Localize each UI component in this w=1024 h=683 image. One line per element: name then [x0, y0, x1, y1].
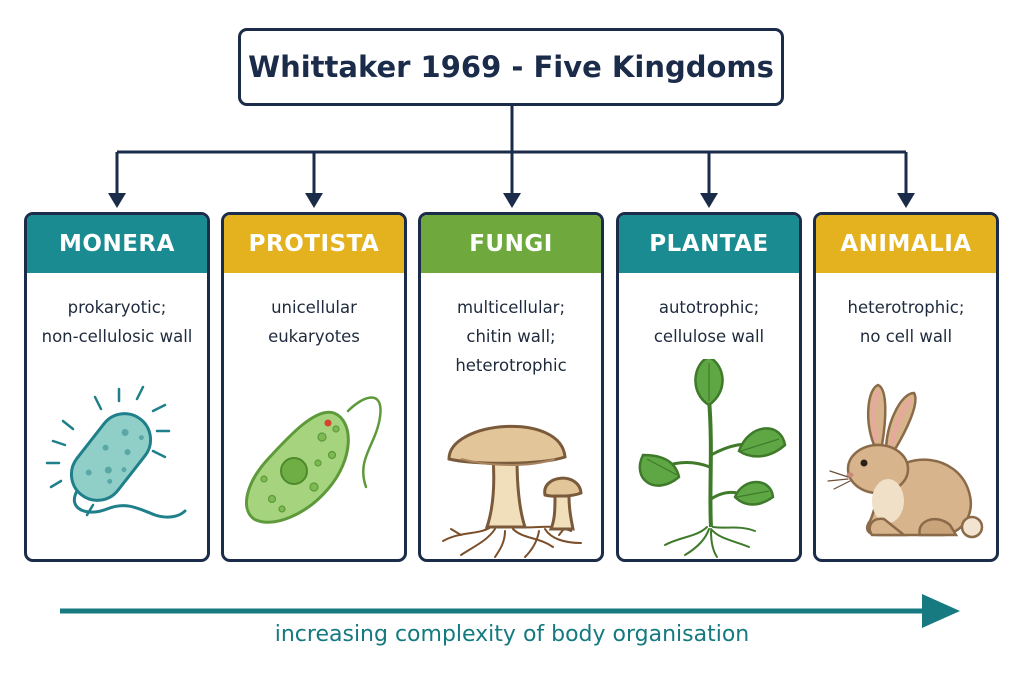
kingdom-card-fungi: FUNGI multicellular; chitin wall; hetero… — [418, 212, 604, 562]
kingdom-description: unicellular eukaryotes — [224, 293, 404, 351]
description-line: autotrophic; — [658, 298, 760, 317]
rabbit-icon — [827, 383, 984, 539]
description-line: eukaryotes — [268, 327, 360, 346]
description-line: heterotrophic — [455, 356, 567, 375]
kingdom-header: PROTISTA — [224, 215, 404, 273]
description-line: cellulose wall — [653, 327, 765, 346]
plant-icon — [638, 359, 787, 558]
description-line: prokaryotic; — [67, 298, 167, 317]
description-line: heterotrophic; — [847, 298, 965, 317]
kingdom-header: MONERA — [27, 215, 207, 273]
kingdom-header: ANIMALIA — [816, 215, 996, 273]
description-line: multicellular; — [456, 298, 566, 317]
page-title: Whittaker 1969 - Five Kingdoms — [238, 28, 784, 106]
kingdom-description: heterotrophic; no cell wall — [816, 293, 996, 351]
kingdom-card-animalia: ANIMALIA heterotrophic; no cell wall — [813, 212, 999, 562]
euglena-icon — [245, 396, 382, 524]
description-line: non-cellulosic wall — [41, 327, 193, 346]
kingdom-description: prokaryotic; non-cellulosic wall — [27, 293, 207, 351]
complexity-caption: increasing complexity of body organisati… — [274, 622, 750, 647]
kingdom-card-plantae: PLANTAE autotrophic; cellulose wall — [616, 212, 802, 562]
kingdom-header: FUNGI — [421, 215, 601, 273]
kingdom-description: autotrophic; cellulose wall — [619, 293, 799, 351]
mushroom-icon — [442, 424, 583, 558]
description-line: unicellular — [271, 298, 357, 317]
kingdom-card-protista: PROTISTA unicellular eukaryotes — [221, 212, 407, 562]
bacterium-icon — [45, 385, 187, 519]
kingdom-header: PLANTAE — [619, 215, 799, 273]
description-line: no cell wall — [859, 327, 953, 346]
description-line: chitin wall; — [466, 327, 556, 346]
kingdom-description: multicellular; chitin wall; heterotrophi… — [421, 293, 601, 380]
kingdom-card-monera: MONERA prokaryotic; non-cellulosic wall — [24, 212, 210, 562]
